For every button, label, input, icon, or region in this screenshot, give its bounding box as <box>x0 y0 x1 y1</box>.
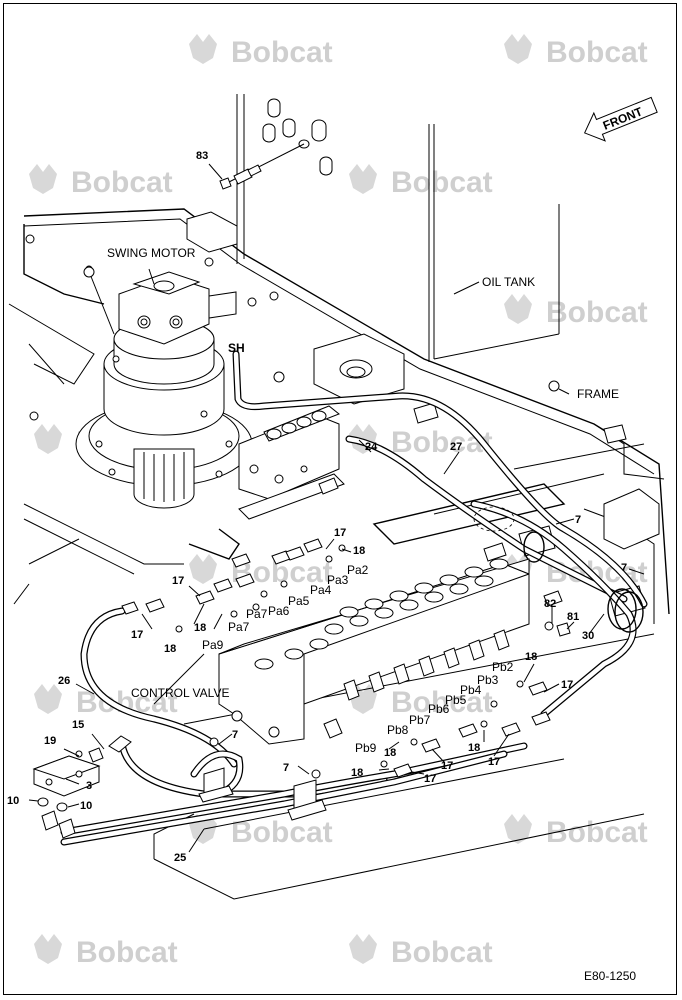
callout-18b: 18 <box>194 622 206 634</box>
bobcat-logo-icon <box>504 34 532 64</box>
oil-tank-label: OIL TANK <box>482 275 535 289</box>
port-pa6: Pa6 <box>268 604 290 618</box>
front-arrow: FRONT <box>583 96 658 142</box>
callout-10b: 10 <box>80 800 92 812</box>
port-pa4: Pa4 <box>310 583 332 597</box>
callout-7d: 7 <box>283 762 289 774</box>
bobcat-logo-icon <box>29 164 57 194</box>
watermark-text: Bobcat <box>546 296 648 329</box>
callout-18f: 18 <box>384 747 396 759</box>
port-pa9: Pa9 <box>202 638 224 652</box>
bobcat-logo-icon <box>34 934 62 964</box>
callout-17a: 17 <box>334 527 346 539</box>
bobcat-logo-icon <box>34 684 62 714</box>
watermark-text: Bobcat <box>391 166 493 199</box>
callout-7a: 7 <box>575 514 581 526</box>
fitting-83 <box>219 143 305 190</box>
port-pb7: Pb7 <box>409 713 431 727</box>
figure-code: E80-1250 <box>584 969 636 983</box>
callout-7b: 7 <box>621 562 627 574</box>
port-pa3: Pa3 <box>327 573 349 587</box>
bushings <box>262 98 333 176</box>
port-pb9: Pb9 <box>355 741 377 755</box>
hoses <box>60 350 648 846</box>
callout-19: 19 <box>44 735 56 747</box>
callout-18g: 18 <box>351 767 363 779</box>
callout-83: 83 <box>196 150 208 162</box>
callout-17g: 17 <box>424 773 436 785</box>
callout-17c: 17 <box>131 629 143 641</box>
watermark-text: Bobcat <box>231 816 333 849</box>
callout-18d: 18 <box>525 651 537 663</box>
watermark-text: Bobcat <box>231 36 333 69</box>
port-pb5: Pb5 <box>445 693 467 707</box>
callout-24: 24 <box>365 441 378 453</box>
bobcat-logo-icon <box>504 294 532 324</box>
callout-15: 15 <box>72 719 84 731</box>
hydraulic-diagram: Bobcat Bobcat Bobcat Bobcat Bobcat Bobca… <box>7 34 670 983</box>
watermark-text: Bobcat <box>546 816 648 849</box>
lower-left-parts <box>32 735 327 839</box>
bobcat-logo-icon <box>34 424 62 454</box>
port-pb4: Pb4 <box>460 683 482 697</box>
port-pb8: Pb8 <box>387 723 409 737</box>
callout-17d: 17 <box>561 679 573 691</box>
port-pa5: Pa5 <box>288 594 310 608</box>
fittings <box>121 538 571 778</box>
callout-18a: 18 <box>353 545 365 557</box>
text-labels: SWING MOTOR OIL TANK FRAME CONTROL VALVE… <box>7 150 636 983</box>
bobcat-logo-icon <box>189 34 217 64</box>
callout-18e: 18 <box>468 742 480 754</box>
bobcat-logo-icon <box>189 554 217 584</box>
leader-lines <box>28 163 645 853</box>
watermark-text: Bobcat <box>71 166 173 199</box>
swing-motor-label: SWING MOTOR <box>107 246 196 260</box>
callout-82: 82 <box>544 598 556 610</box>
callout-18c: 18 <box>164 643 176 655</box>
callout-17f: 17 <box>441 760 453 772</box>
watermark-text: Bobcat <box>76 936 178 969</box>
sh-label: SH <box>228 341 245 355</box>
callout-26: 26 <box>58 675 70 687</box>
swing-motor <box>75 266 253 509</box>
callout-30: 30 <box>582 630 594 642</box>
port-pb3: Pb3 <box>477 673 499 687</box>
port-pa7b: Pa7 <box>228 620 250 634</box>
watermark-text: Bobcat <box>391 686 493 719</box>
port-pb2: Pb2 <box>492 660 514 674</box>
frame-label: FRAME <box>577 387 619 401</box>
bobcat-logo-icon <box>504 814 532 844</box>
callout-17b: 17 <box>172 575 184 587</box>
watermark-text: Bobcat <box>546 36 648 69</box>
callout-17e: 17 <box>488 756 500 768</box>
callout-27: 27 <box>450 441 462 453</box>
control-valve-label: CONTROL VALVE <box>131 686 229 700</box>
watermark-text: Bobcat <box>391 936 493 969</box>
bobcat-logo-icon <box>349 934 377 964</box>
callout-3: 3 <box>86 780 92 792</box>
control-valve <box>218 542 530 745</box>
callout-25: 25 <box>174 852 186 864</box>
machine-frame <box>8 94 670 900</box>
callout-81: 81 <box>567 611 579 623</box>
bobcat-logo-icon <box>349 164 377 194</box>
diagram-frame: Bobcat Bobcat Bobcat Bobcat Bobcat Bobca… <box>3 3 677 995</box>
watermark-text: Bobcat <box>391 426 493 459</box>
port-pa2: Pa2 <box>347 563 369 577</box>
port-pb6: Pb6 <box>428 702 450 716</box>
callout-7c: 7 <box>232 729 238 741</box>
swing-valve-block <box>238 405 345 520</box>
port-pa7a: Pa7 <box>246 607 268 621</box>
callout-10a: 10 <box>7 795 19 807</box>
